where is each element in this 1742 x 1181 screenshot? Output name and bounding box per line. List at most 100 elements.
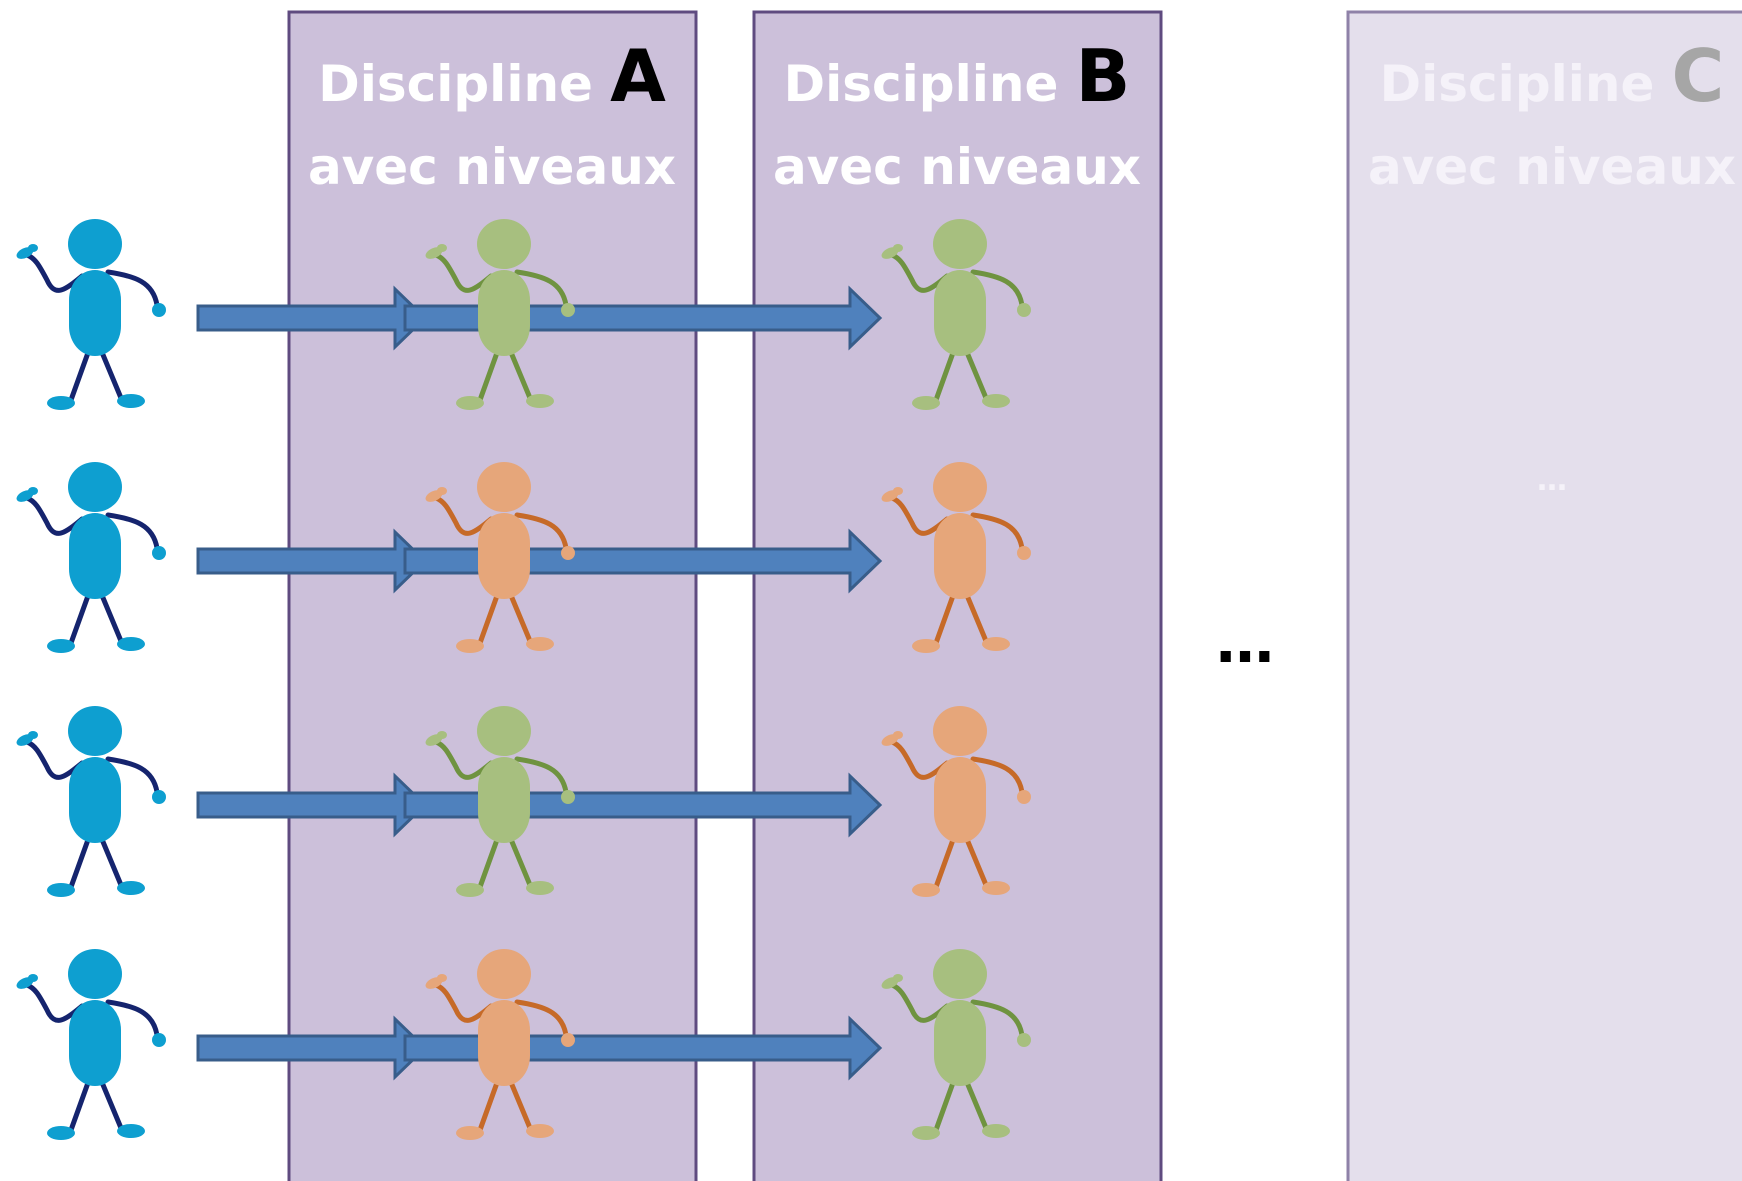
head [933, 462, 987, 512]
discipline-b-letter: B [1075, 34, 1130, 118]
head [68, 462, 122, 512]
right-arm [514, 512, 569, 551]
arrow-to-discipline-a [196, 1015, 428, 1081]
discipline-a-level-figure [425, 706, 575, 897]
left-thumb [893, 244, 903, 252]
left-foot [47, 639, 75, 653]
right-hand [561, 790, 575, 804]
right-arm [970, 512, 1025, 551]
right-hand [152, 1033, 166, 1047]
discipline-a-subtitle: avec niveaux [308, 138, 676, 196]
right-foot [117, 394, 145, 408]
discipline-b-subtitle: avec niveaux [773, 138, 1141, 196]
torso [934, 270, 986, 356]
right-hand [1017, 1033, 1031, 1047]
right-foot [982, 881, 1010, 895]
torso [934, 513, 986, 599]
right-leg [507, 347, 533, 401]
torso [69, 270, 121, 356]
left-foot [912, 883, 940, 897]
left-foot [912, 1126, 940, 1140]
left-thumb [28, 487, 38, 495]
learner-figure [16, 949, 166, 1140]
left-arm [433, 739, 494, 780]
more-disciplines-ellipsis: … [1216, 608, 1274, 676]
left-leg [477, 347, 501, 403]
right-arm [105, 756, 160, 795]
left-thumb [437, 244, 447, 252]
learner-figure [16, 219, 166, 410]
left-thumb [28, 731, 38, 739]
right-foot [526, 637, 554, 651]
learner-rows [16, 219, 1031, 1140]
head [477, 706, 531, 756]
discipline-c-placeholder: … [1537, 463, 1567, 498]
left-thumb [437, 974, 447, 982]
discipline-c-word: Discipline [1380, 55, 1655, 113]
discipline-a-level-figure [425, 949, 575, 1140]
right-leg [98, 834, 124, 888]
right-hand [1017, 303, 1031, 317]
right-leg [507, 834, 533, 888]
head [68, 219, 122, 269]
left-leg [933, 834, 957, 890]
right-leg [98, 590, 124, 644]
torso [934, 757, 986, 843]
left-thumb [437, 731, 447, 739]
right-foot [117, 637, 145, 651]
right-hand [152, 790, 166, 804]
right-leg [963, 590, 989, 644]
right-hand [561, 303, 575, 317]
left-thumb [893, 731, 903, 739]
learner-row [16, 949, 1031, 1140]
left-arm [433, 495, 494, 536]
right-leg [963, 347, 989, 401]
right-arm [970, 999, 1025, 1038]
right-foot [117, 1124, 145, 1138]
left-arm [24, 739, 85, 780]
head [68, 706, 122, 756]
learner-row [16, 462, 1031, 653]
torso [69, 513, 121, 599]
learner-row [16, 219, 1031, 410]
right-foot [982, 1124, 1010, 1138]
left-leg [68, 1077, 92, 1133]
right-arm [514, 999, 569, 1038]
torso [478, 1000, 530, 1086]
head [933, 219, 987, 269]
right-foot [526, 881, 554, 895]
left-leg [477, 590, 501, 646]
discipline-b-level-figure [881, 462, 1031, 653]
discipline-b-word: Discipline [784, 55, 1059, 113]
right-hand [561, 1033, 575, 1047]
discipline-c-title: Discipline C [1380, 34, 1725, 118]
right-arm [970, 269, 1025, 308]
left-thumb [893, 487, 903, 495]
discipline-b-level-figure [881, 949, 1031, 1140]
right-leg [507, 1077, 533, 1131]
discipline-a-level-figure [425, 219, 575, 410]
left-foot [456, 1126, 484, 1140]
right-hand [1017, 790, 1031, 804]
discipline-c-column [1346, 10, 1742, 1181]
right-hand [152, 546, 166, 560]
discipline-b-title: Discipline B [784, 34, 1131, 118]
head [933, 949, 987, 999]
left-arm [889, 252, 950, 293]
left-arm [433, 982, 494, 1023]
right-arm [514, 269, 569, 308]
right-leg [963, 834, 989, 888]
left-foot [912, 639, 940, 653]
left-leg [933, 590, 957, 646]
right-foot [982, 394, 1010, 408]
left-arm [889, 739, 950, 780]
head [477, 219, 531, 269]
right-hand [561, 546, 575, 560]
arrow-to-discipline-a [196, 772, 428, 838]
left-leg [477, 834, 501, 890]
head [933, 706, 987, 756]
discipline-a-title: Discipline A [318, 34, 666, 118]
head [477, 462, 531, 512]
discipline-b-level-figure [881, 219, 1031, 410]
